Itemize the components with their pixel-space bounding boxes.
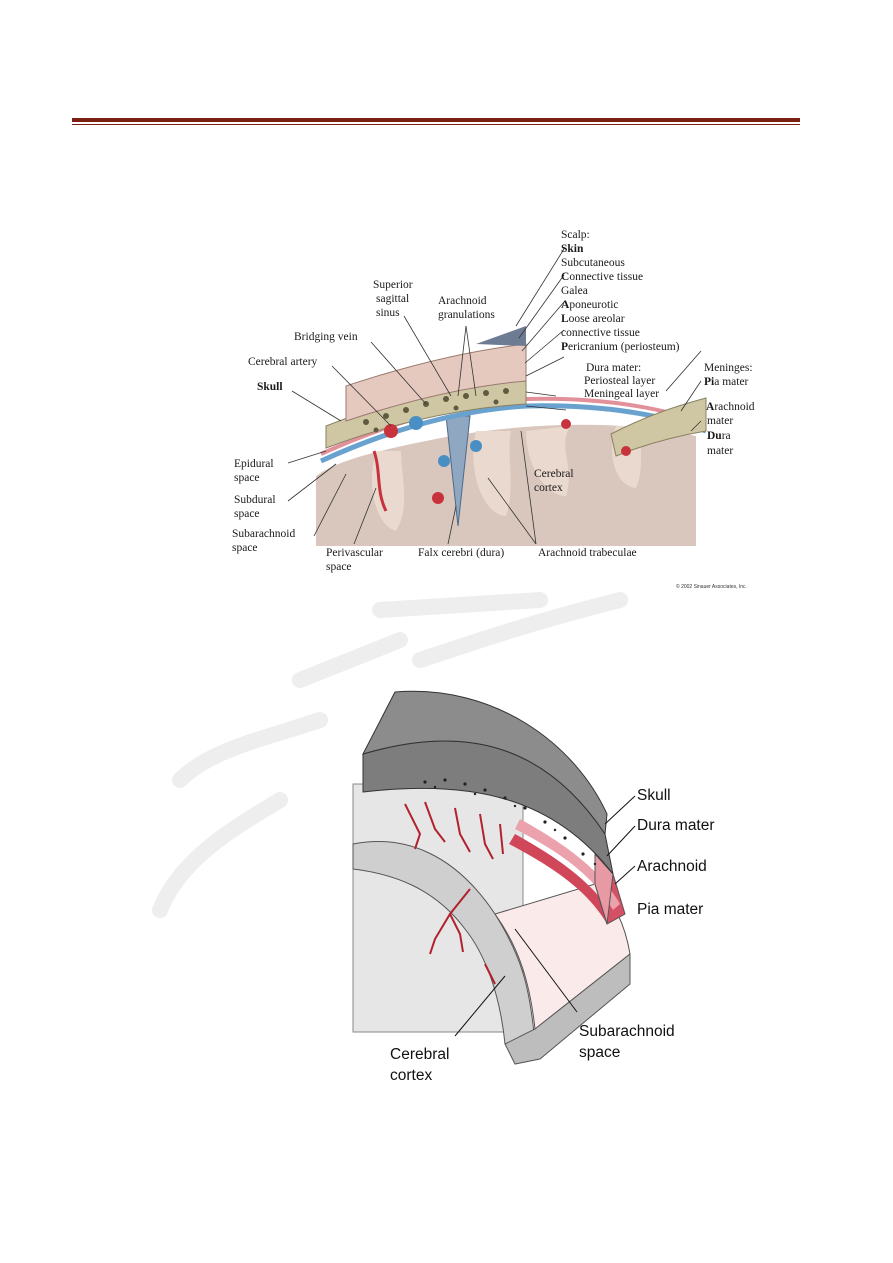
- meninges-figure-bottom: Skull Dura mater Arachnoid Pia mater Sub…: [352, 690, 715, 1084]
- scalp-layer-connective-2: connective tissue: [561, 327, 640, 339]
- label-pia-mater: Pia mater: [704, 376, 749, 388]
- label-pia-mater-2: Pia mater: [637, 901, 703, 918]
- label-subarachnoid-2: Subarachnoid: [579, 1023, 675, 1040]
- leader-lines: [287, 248, 702, 545]
- scalp-layer-aponeurotic: Aponeurotic: [561, 299, 619, 311]
- skull-diploe: [423, 778, 597, 866]
- scalp-layer-loose: Loose areolar: [561, 313, 625, 325]
- leader-lines-2: [454, 795, 636, 1037]
- penetrating-artery: [372, 450, 388, 512]
- gyrus: [526, 426, 571, 496]
- scalp-layer-skin: Skin: [561, 243, 584, 255]
- label-cerebral-2: Cerebral: [390, 1046, 449, 1063]
- label-falx-cerebri: Falx cerebri (dura): [418, 547, 504, 559]
- copyright-text: © 2002 Sinauer Associates, Inc.: [676, 583, 747, 590]
- arachnoid-band: [509, 834, 615, 924]
- scalp-layer-connective: Connective tissue: [561, 271, 643, 283]
- label-skull: Skull: [257, 381, 283, 393]
- label-subarachnoid-space-2: space: [579, 1044, 620, 1061]
- skull-top: [362, 690, 608, 836]
- label-meningeal: Meningeal layer: [584, 388, 659, 400]
- scalp: [345, 343, 527, 422]
- scalp-heading: Scalp:: [561, 229, 590, 241]
- label-arachnoid: Arachnoid: [438, 295, 487, 307]
- scalp-hair: [476, 326, 526, 346]
- label-subarachnoid-space: space: [232, 542, 258, 554]
- dura-block-side: [594, 852, 614, 925]
- label-meninges-heading: Meninges:: [704, 362, 753, 374]
- artery-vessel: [432, 492, 444, 504]
- header-rule-thin: [72, 124, 800, 125]
- skull-pores: [363, 388, 509, 433]
- skull-bone-right: [610, 397, 707, 457]
- label-dura-mater-2: mater: [707, 445, 733, 457]
- gyrus: [372, 451, 405, 531]
- label-arachnoid-trabeculae: Arachnoid trabeculae: [538, 547, 637, 559]
- scalp-layer-subcutaneous: Subcutaneous: [561, 257, 625, 269]
- dura-band: [515, 819, 620, 910]
- label-granulations: granulations: [438, 309, 495, 321]
- header-rule: [72, 118, 800, 122]
- label-dura-mater: Dura: [707, 430, 731, 442]
- label-cerebral-artery: Cerebral artery: [248, 356, 318, 368]
- label-perivascular-space: space: [326, 561, 352, 573]
- label-superior: Superior: [373, 279, 413, 291]
- blood-vessels: [404, 801, 504, 985]
- label-subarachnoid: Subarachnoid: [232, 528, 295, 540]
- label-dura-heading: Dura mater:: [586, 362, 641, 374]
- vein-vessel: [438, 455, 450, 467]
- cortex-front: [504, 952, 631, 1065]
- scalp-layer-pericranium: Pericranium (periosteum): [561, 341, 680, 353]
- label-periosteal: Periosteal layer: [584, 375, 655, 387]
- label-skull-2: Skull: [637, 787, 671, 804]
- scalp-layer-galea: Galea: [561, 285, 588, 297]
- label-subdural: Subdural: [234, 494, 276, 506]
- label-sagittal: sagittal: [376, 293, 409, 305]
- label-cerebral: Cerebral: [534, 468, 574, 480]
- label-bridging-vein: Bridging vein: [294, 331, 358, 343]
- label-arachnoid-mater: Arachnoid: [706, 401, 755, 413]
- label-perivascular: Perivascular: [326, 547, 383, 559]
- meninges-figure-top: Scalp: Skin Subcutaneous Connective tiss…: [232, 229, 755, 590]
- label-subdural-space: space: [234, 508, 260, 520]
- label-cortex: cortex: [534, 482, 563, 494]
- vein-vessel: [409, 416, 423, 430]
- gyrus: [473, 431, 511, 516]
- watermark: [152, 592, 628, 918]
- label-dura-mater-2: Dura mater: [637, 817, 715, 834]
- label-arachnoid-2: Arachnoid: [637, 858, 707, 875]
- vein-vessel: [470, 440, 482, 452]
- label-epidural: Epidural: [234, 458, 274, 470]
- label-sinus: sinus: [376, 307, 400, 319]
- label-arachnoid-mater-2: mater: [707, 415, 733, 427]
- artery-vessel: [561, 419, 571, 429]
- label-cortex-2: cortex: [390, 1067, 432, 1084]
- cerebral-artery-vessel: [384, 424, 398, 438]
- label-epidural-space: space: [234, 472, 260, 484]
- artery-vessel: [621, 446, 631, 456]
